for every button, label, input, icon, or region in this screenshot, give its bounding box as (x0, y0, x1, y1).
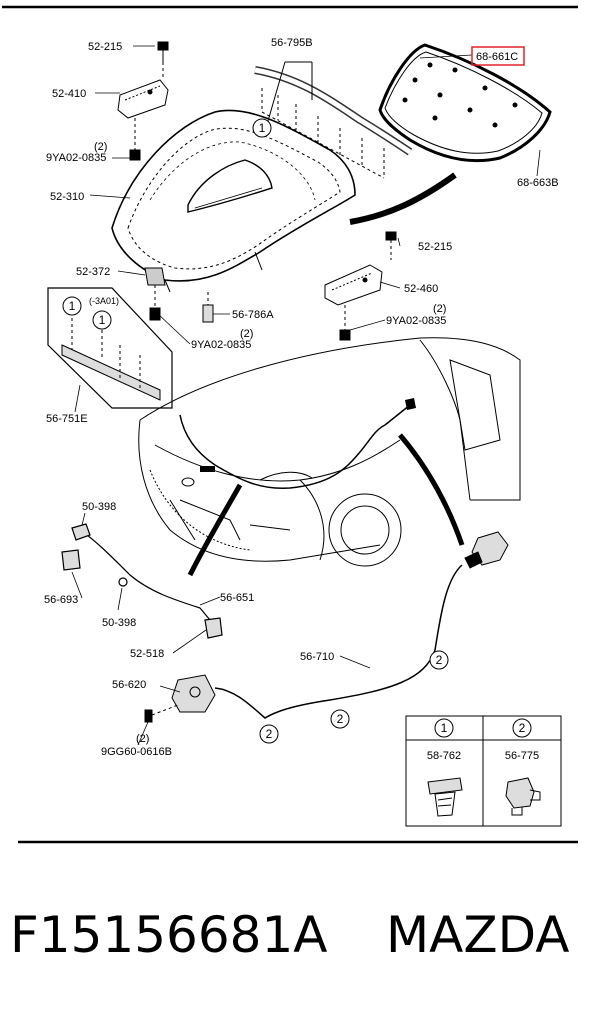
hood-seal-strip (254, 66, 413, 179)
leader-to-lock-area (187, 483, 243, 577)
label-leaders (71, 45, 541, 746)
callout-qty-stay: (2) (240, 328, 253, 340)
release-cable-main (214, 564, 463, 719)
marker-2-circle-a (429, 650, 449, 670)
callout-9gg60-0616b: 9GG60-0616B (101, 746, 172, 758)
cable-route-in-car (179, 414, 386, 489)
highlight-box (471, 46, 525, 66)
hood-insulator (378, 43, 552, 163)
marker-2-c: 2 (266, 727, 273, 741)
front-seal-detail-box (47, 287, 173, 409)
marker-1-seal: 1 (259, 121, 266, 135)
marker-1-circle-front-a (62, 296, 82, 316)
callout-56-651: 56-651 (220, 592, 254, 604)
release-handle (464, 531, 509, 569)
callout-52-215-left: 52-215 (88, 41, 122, 53)
hood-bumper (202, 292, 214, 323)
callout-52-310: 52-310 (50, 191, 84, 203)
callout-56-693: 56-693 (44, 594, 78, 606)
release-cable-front (61, 523, 223, 639)
marker-1-front-a: 1 (69, 299, 76, 313)
marker-2-b: 2 (337, 712, 344, 726)
callout-qty-right-hinge: (2) (433, 303, 446, 315)
callout-50-398-upper: 50-398 (82, 501, 116, 513)
callout-seal-variant: (-3A01) (89, 296, 119, 306)
cable-clamp (200, 466, 215, 472)
callout-68-663b: 68-663B (517, 177, 559, 189)
callout-52-215-right: 52-215 (418, 241, 452, 253)
hood-inner-outline (149, 141, 316, 201)
car-body-front (138, 337, 521, 567)
stay-bracket (144, 267, 166, 321)
callout-52-372: 52-372 (76, 266, 110, 278)
push-clip-icon (427, 777, 463, 817)
cable-route-upper (384, 404, 411, 426)
marker-1-circle-seal (252, 118, 272, 138)
legend-part-2: 56-775 (505, 750, 539, 762)
marker-2-circle-b (330, 709, 350, 729)
callout-68-661c: 68-661C (476, 51, 518, 63)
legend-marker-2: 2 (519, 721, 526, 735)
hood-panel (111, 109, 356, 293)
legend-part-1: 58-762 (427, 750, 461, 762)
callout-50-398-lower: 50-398 (102, 617, 136, 629)
callout-52-460: 52-460 (404, 283, 438, 295)
marker-1-front-b: 1 (99, 313, 106, 327)
caption: F15156681A MAZDA (0, 890, 600, 980)
callout-9ya02-0835-stay: 9YA02-0835 (191, 339, 251, 351)
leader-to-handle-area (398, 433, 465, 546)
callout-qty-left-hinge: (2) (94, 141, 107, 153)
hinge-right-assembly (324, 231, 397, 341)
callout-9ya02-0835-right: 9YA02-0835 (386, 315, 446, 327)
callout-56-710: 56-710 (300, 651, 334, 663)
callout-56-786a: 56-786A (232, 309, 274, 321)
marker-1-circle-front-b (92, 310, 112, 330)
callout-56-751e: 56-751E (46, 413, 88, 425)
callout-52-518: 52-518 (130, 648, 164, 660)
legend-marker-1-circle (434, 718, 454, 738)
cable-clip-icon (505, 777, 541, 816)
marker-1-seal-leader (267, 61, 286, 122)
callout-9ya02-0835-left: 9YA02-0835 (46, 152, 106, 164)
legend-marker-1: 1 (441, 721, 448, 735)
callout-52-410: 52-410 (52, 88, 86, 100)
hinge-left-assembly (117, 41, 169, 161)
part-number: F15156681A (10, 906, 328, 964)
cable-end-upper (405, 398, 416, 410)
hood-lock (144, 674, 216, 723)
brand-name: MAZDA (386, 906, 570, 964)
marker-2-a: 2 (436, 653, 443, 667)
legend-marker-2-circle (512, 718, 532, 738)
callout-56-795b: 56-795B (271, 37, 313, 49)
callout-qty-lock: (2) (136, 733, 149, 745)
marker-2-circle-c (259, 724, 279, 744)
callout-56-620: 56-620 (112, 679, 146, 691)
insulator-leader (349, 172, 457, 225)
legend-box (405, 715, 562, 827)
